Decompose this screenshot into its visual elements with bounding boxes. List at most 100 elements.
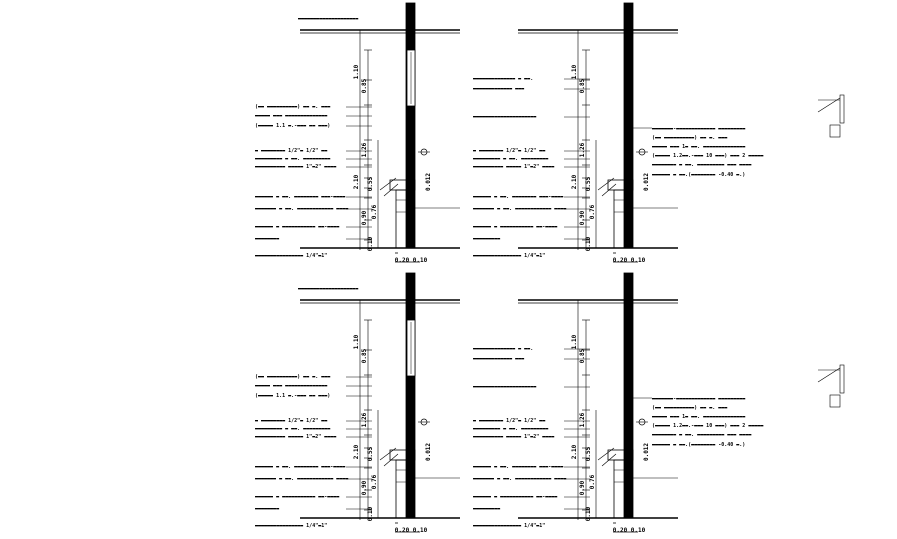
dim-text-sill: 0.55 [367, 446, 374, 461]
note-label: ▬▬▬▬▬▬ ▬ ▬▬.(▬▬▬▬▬▬▬▬ -0.40 ▬.) [652, 442, 745, 448]
annotation-label: (▬▬▬▬▬ 1.1 ▬.-▬▬▬ ▬▬ ▬▬▬) [255, 123, 330, 129]
annotation-label: ▬▬▬▬▬▬▬▬▬▬▬▬▬▬▬▬ 1/4"▬1" [255, 523, 327, 529]
annotation-label: ▬▬▬▬▬▬▬▬▬▬▬▬▬▬▬▬▬▬▬▬ [298, 16, 358, 22]
annotation-label: ▬▬▬▬▬▬▬▬▬▬▬▬▬▬▬▬▬▬▬▬ [298, 286, 358, 292]
wall-column [623, 2, 634, 249]
note-label: ▬▬▬▬▬ ▬▬▬ 1▬ ▬▬. ▬▬▬▬▬▬▬▬▬▬▬▬▬▬ [652, 414, 745, 420]
dim-text-sill: 0.55 [367, 176, 374, 191]
dim-text-wall-b: 0.10 [631, 257, 646, 264]
annotation-label: ▬▬▬▬▬ ▬▬▬ ▬▬▬▬▬▬▬▬▬▬▬▬▬▬ [255, 113, 327, 119]
leader-line [379, 447, 397, 461]
annotation-label: ▬▬▬▬▬▬▬▬▬▬▬▬▬▬ ▬ ▬▬. [473, 76, 533, 82]
annotation-label: ▬▬▬▬▬▬▬▬▬▬▬▬▬ ▬▬▬ [473, 356, 524, 362]
dim-text-lower-base: 0.76 [589, 474, 596, 489]
annotation-label: ▬▬▬▬▬▬▬▬▬▬▬▬▬▬▬▬ 1/4"▬1" [473, 523, 545, 529]
annotation-label: ▬▬▬▬▬▬▬ ▬ ▬▬. ▬▬▬▬▬▬▬▬▬▬▬▬ ▬▬▬▬ [255, 476, 348, 482]
annotation-label: ▬▬▬▬▬▬▬▬▬▬ ▬▬▬▬▬ 1"▬2" ▬▬▬▬ [255, 434, 336, 440]
dim-text-sill: 0.55 [585, 446, 592, 461]
wall-column [623, 272, 634, 519]
cabinet-edge [817, 367, 841, 383]
annotation-label: (▬▬ ▬▬▬▬▬▬▬▬▬▬) ▬▬ ▬. ▬▬▬ [255, 104, 330, 110]
annotation-label: ▬▬▬▬▬▬▬▬▬▬▬▬▬ ▬▬▬ [473, 86, 524, 92]
annotation-label: ▬ ▬▬▬▬▬▬▬▬ 1/2"▬ 1/2" ▬▬ [255, 148, 327, 154]
leader-line [601, 183, 617, 197]
cabinet-panel [839, 94, 845, 124]
annotation-label: ▬▬▬▬▬▬▬▬ [255, 506, 279, 512]
dim-text-mid: 1.26 [579, 412, 586, 427]
dim-text-mid: 1.26 [361, 412, 368, 427]
dim-text-floor: 0.10 [585, 236, 592, 251]
annotation-label: ▬▬▬▬▬▬▬▬▬ ▬ ▬▬. ▬▬▬▬▬▬▬▬▬ [473, 156, 548, 162]
note-label: (▬▬ ▬▬▬▬▬▬▬▬▬▬) ▬▬ ▬. ▬▬▬ [652, 405, 727, 411]
annotation-label: ▬▬▬▬▬▬▬▬▬▬ ▬▬▬▬▬ 1"▬2" ▬▬▬▬ [255, 164, 336, 170]
annotation-label: ▬ ▬▬▬▬▬▬▬▬ 1/2"▬ 1/2" ▬▬ [473, 148, 545, 154]
dim-text-upper-base: 0.90 [361, 210, 368, 225]
annotation-label: ▬▬▬▬▬▬ ▬ ▬▬. ▬▬▬▬▬▬▬▬ ▬▬▬-▬▬▬▬ [255, 194, 345, 200]
dim-text-beam: 0.012 [425, 443, 432, 461]
annotation-label: ▬▬▬▬▬▬▬▬▬▬▬▬▬▬▬▬▬▬▬▬▬ [473, 384, 536, 390]
dim-text-window: 0.85 [361, 78, 368, 93]
annotation-label: ▬▬▬▬▬▬▬▬▬ ▬ ▬▬. ▬▬▬▬▬▬▬▬▬ [473, 426, 548, 432]
dim-text-sill-total: 2.10 [353, 444, 360, 459]
annotation-label: ▬▬▬▬▬▬▬▬ [255, 236, 279, 242]
annotation-label: ▬▬▬▬▬▬ ▬ ▬▬. ▬▬▬▬▬▬▬▬ ▬▬▬-▬▬▬▬ [255, 464, 345, 470]
cabinet-block [829, 124, 841, 138]
dim-text-wall-b: 0.10 [631, 527, 646, 534]
annotation-label: ▬▬▬▬▬▬▬▬▬ [473, 236, 500, 242]
annotation-label: ▬▬▬▬▬▬▬ ▬ ▬▬. ▬▬▬▬▬▬▬▬▬▬▬▬ ▬▬▬▬ [255, 206, 348, 212]
note-label: (▬▬▬▬▬ 1.2▬▬.-▬▬▬ 10 ▬▬▬) ▬▬▬ 2 ▬▬▬▬▬ [652, 423, 763, 429]
annotation-label: ▬▬▬▬▬▬▬▬▬▬ ▬▬▬▬▬ 1"▬2" ▬▬▬▬ [473, 164, 554, 170]
dim-text-mid: 1.26 [361, 142, 368, 157]
dim-text-mid: 1.26 [579, 142, 586, 157]
annotation-label: ▬▬▬▬▬▬▬▬▬▬▬▬▬▬ ▬ ▬▬. [473, 346, 533, 352]
dim-text-window: 0.85 [579, 78, 586, 93]
annotation-label: ▬▬▬▬▬▬ ▬ ▬▬. ▬▬▬▬▬▬▬▬ ▬▬▬-▬▬▬▬ [473, 464, 563, 470]
annotation-label: ▬▬▬▬▬▬▬▬▬ ▬ ▬▬. ▬▬▬▬▬▬▬▬▬ [255, 426, 330, 432]
cabinet-panel [839, 364, 845, 394]
annotation-label: ▬▬▬▬▬▬ ▬ ▬▬▬▬▬▬▬▬▬▬▬ ▬▬-▬▬▬▬ [255, 494, 339, 500]
note-label: ▬▬▬▬▬▬▬-▬▬▬▬▬▬▬▬▬▬▬▬▬ ▬▬▬▬▬▬▬▬▬ [652, 126, 745, 132]
dim-text-beam: 0.012 [643, 173, 650, 191]
annotation-label: ▬▬▬▬▬▬ ▬ ▬▬▬▬▬▬▬▬▬▬▬ ▬▬-▬▬▬▬ [473, 494, 557, 500]
annotation-label: ▬▬▬▬▬▬▬▬▬▬▬▬▬▬▬▬ 1/4"▬1" [473, 253, 545, 259]
note-label: ▬▬▬▬▬▬▬▬ ▬ ▬▬. ▬▬▬▬▬▬▬▬▬ ▬▬▬ ▬▬▬▬ [652, 162, 751, 168]
dim-text-window: 0.85 [361, 348, 368, 363]
dim-text-floor: 0.10 [585, 506, 592, 521]
dim-text-sill-total: 2.10 [571, 174, 578, 189]
dim-text-wall-a: 0.20 [395, 527, 410, 534]
note-label: ▬▬▬▬▬▬▬▬ ▬ ▬▬. ▬▬▬▬▬▬▬▬▬ ▬▬▬ ▬▬▬▬ [652, 432, 751, 438]
cabinet-edge [817, 97, 841, 113]
wall-column [405, 272, 416, 519]
dim-text-top: 1.10 [571, 64, 578, 79]
dim-text-floor: 0.10 [367, 506, 374, 521]
note-label: (▬▬▬▬▬ 1.2▬▬.-▬▬▬ 10 ▬▬▬) ▬▬▬ 2 ▬▬▬▬▬ [652, 153, 763, 159]
dim-text-beam: 0.012 [425, 173, 432, 191]
dim-text-sill-total: 2.10 [353, 174, 360, 189]
dim-text-window: 0.85 [579, 348, 586, 363]
dim-text-wall-b: 0.10 [413, 527, 428, 534]
annotation-label: ▬▬▬▬▬▬ ▬ ▬▬. ▬▬▬▬▬▬▬▬ ▬▬▬-▬▬▬▬ [473, 194, 563, 200]
annotation-label: ▬ ▬▬▬▬▬▬▬▬ 1/2"▬ 1/2" ▬▬ [473, 418, 545, 424]
annotation-label: ▬▬▬▬▬▬ ▬ ▬▬▬▬▬▬▬▬▬▬▬ ▬▬-▬▬▬▬ [255, 224, 339, 230]
dim-text-floor: 0.10 [367, 236, 374, 251]
dim-text-upper-base: 0.90 [579, 210, 586, 225]
leader-line [601, 453, 617, 467]
leader-line [379, 177, 397, 191]
dim-text-sill-total: 2.10 [571, 444, 578, 459]
leader-line [597, 177, 615, 191]
dim-text-lower-base: 0.76 [589, 204, 596, 219]
dim-text-beam: 0.012 [643, 443, 650, 461]
annotation-label: ▬ ▬▬▬▬▬▬▬▬ 1/2"▬ 1/2" ▬▬ [255, 418, 327, 424]
annotation-label: ▬▬▬▬▬▬ ▬ ▬▬▬▬▬▬▬▬▬▬▬ ▬▬-▬▬▬▬ [473, 224, 557, 230]
annotation-label: ▬▬▬▬▬▬▬▬▬▬▬▬▬▬▬▬ 1/4"▬1" [255, 253, 327, 259]
note-label: ▬▬▬▬▬ ▬▬▬ 1▬ ▬▬. ▬▬▬▬▬▬▬▬▬▬▬▬▬▬ [652, 144, 745, 150]
annotation-label: ▬▬▬▬▬ ▬▬▬ ▬▬▬▬▬▬▬▬▬▬▬▬▬▬ [255, 383, 327, 389]
dim-text-upper-base: 0.90 [361, 480, 368, 495]
leader-line [597, 447, 615, 461]
dim-text-top: 1.10 [353, 64, 360, 79]
annotation-label: ▬▬▬▬▬▬▬▬▬▬ ▬▬▬▬▬ 1"▬2" ▬▬▬▬ [473, 434, 554, 440]
annotation-label: ▬▬▬▬▬▬▬ ▬ ▬▬. ▬▬▬▬▬▬▬▬▬▬▬▬ ▬▬▬▬ [473, 206, 566, 212]
dim-text-top: 1.10 [571, 334, 578, 349]
dim-text-wall-a: 0.20 [613, 257, 628, 264]
